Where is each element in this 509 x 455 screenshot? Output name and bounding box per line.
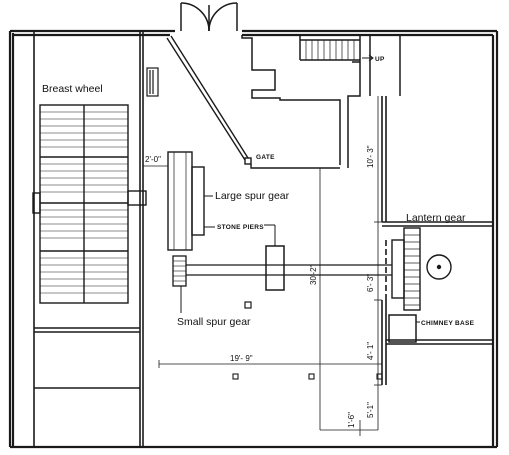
dim-6-3: 6'- 3" bbox=[366, 274, 375, 292]
outer-walls bbox=[8, 29, 499, 449]
dim-10-3: 10'- 3" bbox=[366, 145, 375, 168]
gate-label: GATE bbox=[256, 154, 275, 161]
gate-chain bbox=[166, 35, 340, 169]
breast-wheel-label: Breast wheel bbox=[42, 83, 103, 95]
dim-1-6: 1'-6" bbox=[347, 412, 356, 428]
lantern-gear-label: Lantern gear bbox=[406, 212, 466, 224]
dimension-lines bbox=[142, 96, 383, 436]
dim-19-9: 19'- 9" bbox=[230, 354, 253, 363]
lantern-gear bbox=[391, 227, 452, 311]
pier-marker bbox=[244, 301, 252, 309]
stone-piers-label: STONE PIERS bbox=[217, 224, 264, 231]
entrance-door bbox=[180, 2, 238, 32]
up-label: UP bbox=[375, 56, 385, 63]
wheel-pit bbox=[33, 31, 144, 447]
small-spur-gear bbox=[172, 255, 187, 287]
dim-2-0: 2'-0" bbox=[145, 155, 161, 164]
drive-shaft bbox=[186, 264, 392, 276]
floor-markers bbox=[232, 373, 383, 380]
dim-4-1: 4'- 1" bbox=[366, 342, 375, 360]
small-spur-gear-label: Small spur gear bbox=[177, 316, 251, 328]
dim-30-2: 30'-2" bbox=[309, 264, 318, 285]
large-spur-gear-label: Large spur gear bbox=[215, 190, 290, 202]
right-room-walls bbox=[381, 96, 493, 385]
dim-5-1: 5'-1" bbox=[366, 402, 375, 418]
staircase bbox=[241, 35, 401, 168]
chimney-base bbox=[388, 314, 417, 343]
wall-opening bbox=[146, 67, 159, 97]
chimney-base-label: CHIMNEY BASE bbox=[421, 320, 475, 327]
up-arrow bbox=[362, 54, 374, 62]
breast-wheel bbox=[32, 104, 147, 304]
stone-pier bbox=[265, 245, 285, 291]
large-spur-gear bbox=[167, 151, 205, 251]
